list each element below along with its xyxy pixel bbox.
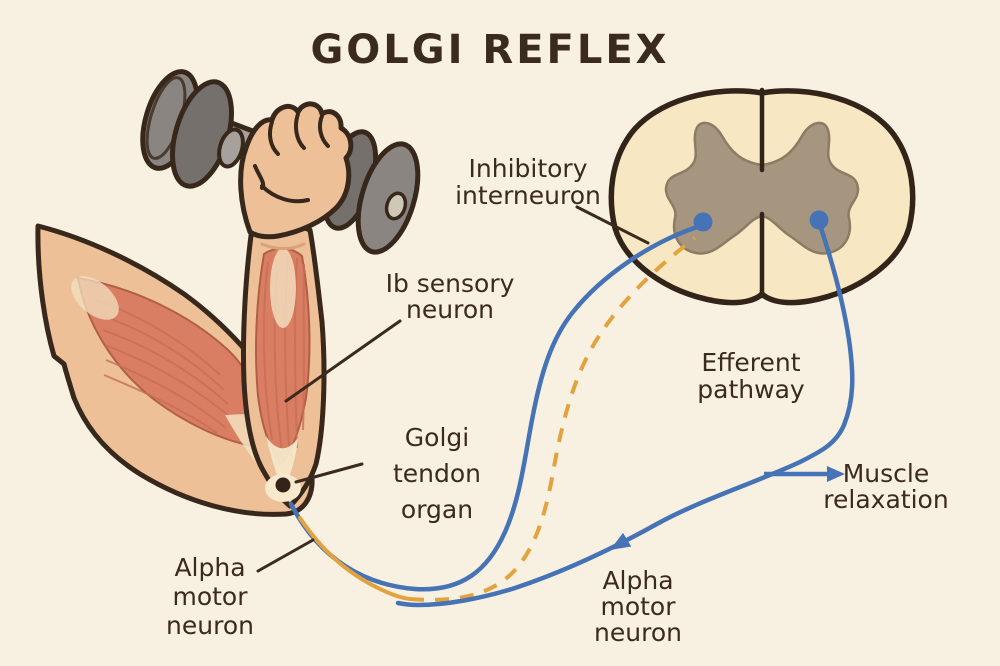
bicep-striations bbox=[94, 299, 231, 434]
label-alpha-motor-neuron-right: Alpha motor neuron bbox=[594, 566, 682, 647]
fist bbox=[238, 101, 354, 250]
pointer-golgi-tendon-organ bbox=[294, 462, 364, 484]
arm-illustration bbox=[35, 69, 421, 517]
label-line: Efferent bbox=[701, 348, 800, 377]
label-line: Muscle bbox=[843, 459, 930, 488]
label-pointers bbox=[256, 205, 650, 573]
label-line: Alpha bbox=[174, 553, 245, 582]
label-muscle-relaxation: Muscle relaxation bbox=[823, 459, 948, 514]
label-line: Golgi bbox=[405, 423, 469, 452]
label-line: tendon bbox=[393, 459, 481, 488]
pointer-inhibitory-interneuron bbox=[575, 205, 650, 245]
muscle-relaxation-arrowhead bbox=[827, 466, 845, 482]
label-line: neuron bbox=[594, 618, 682, 647]
muscle-relaxation-arrow bbox=[764, 466, 845, 482]
label-line: Inhibitory bbox=[469, 154, 588, 183]
fist-finger-creases bbox=[253, 112, 330, 204]
synapse-dot-left bbox=[693, 212, 713, 232]
label-line: Alpha bbox=[602, 566, 673, 595]
label-line: neuron bbox=[406, 295, 494, 324]
spinal-cord-section bbox=[608, 87, 916, 306]
label-line: relaxation bbox=[823, 485, 948, 514]
inhibitory-pathway-solid-segment bbox=[298, 516, 412, 601]
label-line: organ bbox=[401, 495, 473, 524]
label-line: interneuron bbox=[455, 181, 601, 210]
label-inhibitory-interneuron: Inhibitory interneuron bbox=[455, 154, 601, 210]
label-ib-sensory-neuron: Ib sensory neuron bbox=[386, 269, 515, 324]
dumbbell-left-hub bbox=[217, 127, 245, 169]
page-title: GOLGI REFLEX bbox=[310, 27, 669, 73]
label-alpha-motor-neuron-left: Alpha motor neuron bbox=[166, 553, 254, 640]
forearm-distal-tendon bbox=[266, 436, 298, 492]
synapse-dot-right bbox=[809, 210, 829, 230]
dumbbell-right-plate-hole bbox=[384, 191, 408, 221]
pointer-alpha-motor-neuron-left bbox=[256, 538, 315, 573]
label-line: pathway bbox=[697, 375, 805, 404]
neural-pathways bbox=[288, 210, 855, 608]
efferent-pathway-line bbox=[395, 219, 855, 608]
forearm-tendon-highlight bbox=[270, 248, 296, 328]
inhibitory-pathway-dashed-line bbox=[409, 236, 697, 602]
label-line: motor bbox=[600, 592, 676, 621]
label-line: motor bbox=[172, 582, 248, 611]
bicep-tendon-highlight bbox=[71, 276, 119, 320]
afferent-pathway-line bbox=[288, 223, 703, 592]
label-efferent-pathway: Efferent pathway bbox=[697, 348, 805, 404]
label-golgi-tendon-organ: Golgi tendon organ bbox=[393, 423, 481, 524]
label-line: Ib sensory bbox=[386, 269, 515, 298]
pointer-ib-sensory-neuron bbox=[284, 319, 402, 403]
forearm-striations bbox=[262, 255, 305, 457]
wrist-crease bbox=[260, 242, 306, 250]
golgi-tendon-organ-dot bbox=[275, 477, 291, 493]
label-line: neuron bbox=[166, 611, 254, 640]
efferent-arrowhead bbox=[610, 532, 632, 550]
